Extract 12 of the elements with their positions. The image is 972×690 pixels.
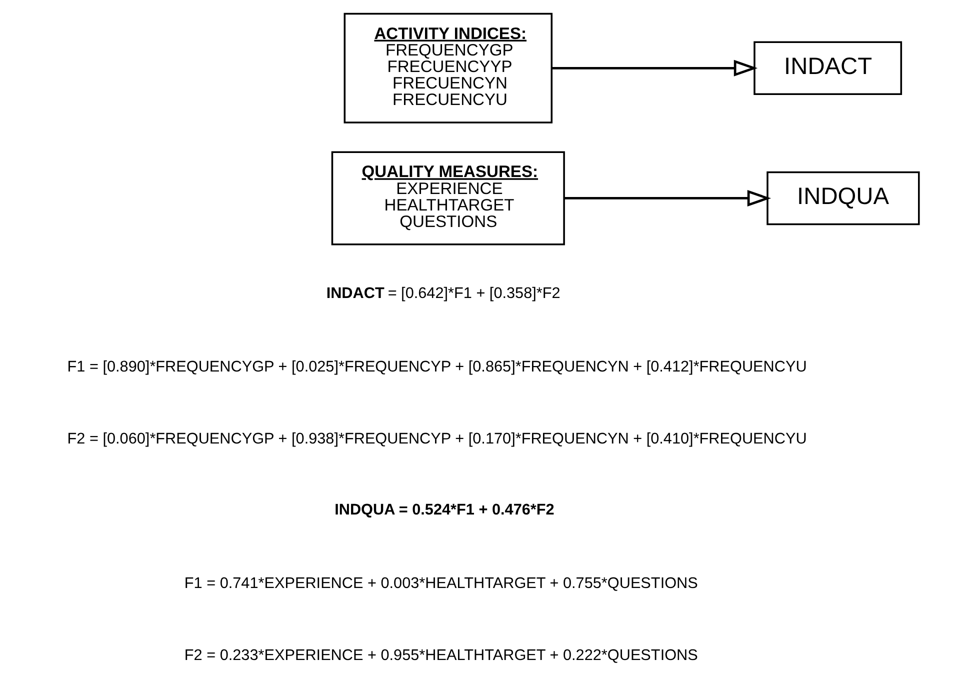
node-box: INDACT: [754, 40, 902, 95]
label: F1 = 0.741*EXPERIENCE + 0.003*HEALTHTARGET + 0.755*QUESTIONS: [184, 574, 698, 592]
node-box: INDQUA: [766, 170, 920, 225]
node-box: ACTIVITY INDICES: FREQUENCYGP FRECUENCYYP FRECUENCYN FRECUENCYU: [344, 12, 553, 123]
node-box: QUALITY MEASURES: EXPERIENCE HEALTHTARGET QUESTIONS: [331, 150, 565, 245]
label: F1 = [0.890]*FREQUENCYGP + [0.025]*FREQUENCYP + [0.865]*FREQUENCYN + [0.412]*FREQUENCYU: [67, 358, 807, 375]
label: INDQUA = 0.524*F1 + 0.476*F2: [334, 501, 554, 518]
label: F2 = [0.060]*FREQUENCYGP + [0.938]*FREQUENCYP + [0.170]*FREQUENCYN + [0.410]*FREQUENCYU: [67, 430, 807, 448]
label: F2 = 0.233*EXPERIENCE + 0.955*HEALTHTARGET + 0.222*QUESTIONS: [184, 646, 698, 664]
arrow: [552, 59, 758, 76]
label: INDACT = [0.642]*F1 + [0.358]*F2: [326, 284, 560, 302]
arrow: [564, 189, 772, 206]
